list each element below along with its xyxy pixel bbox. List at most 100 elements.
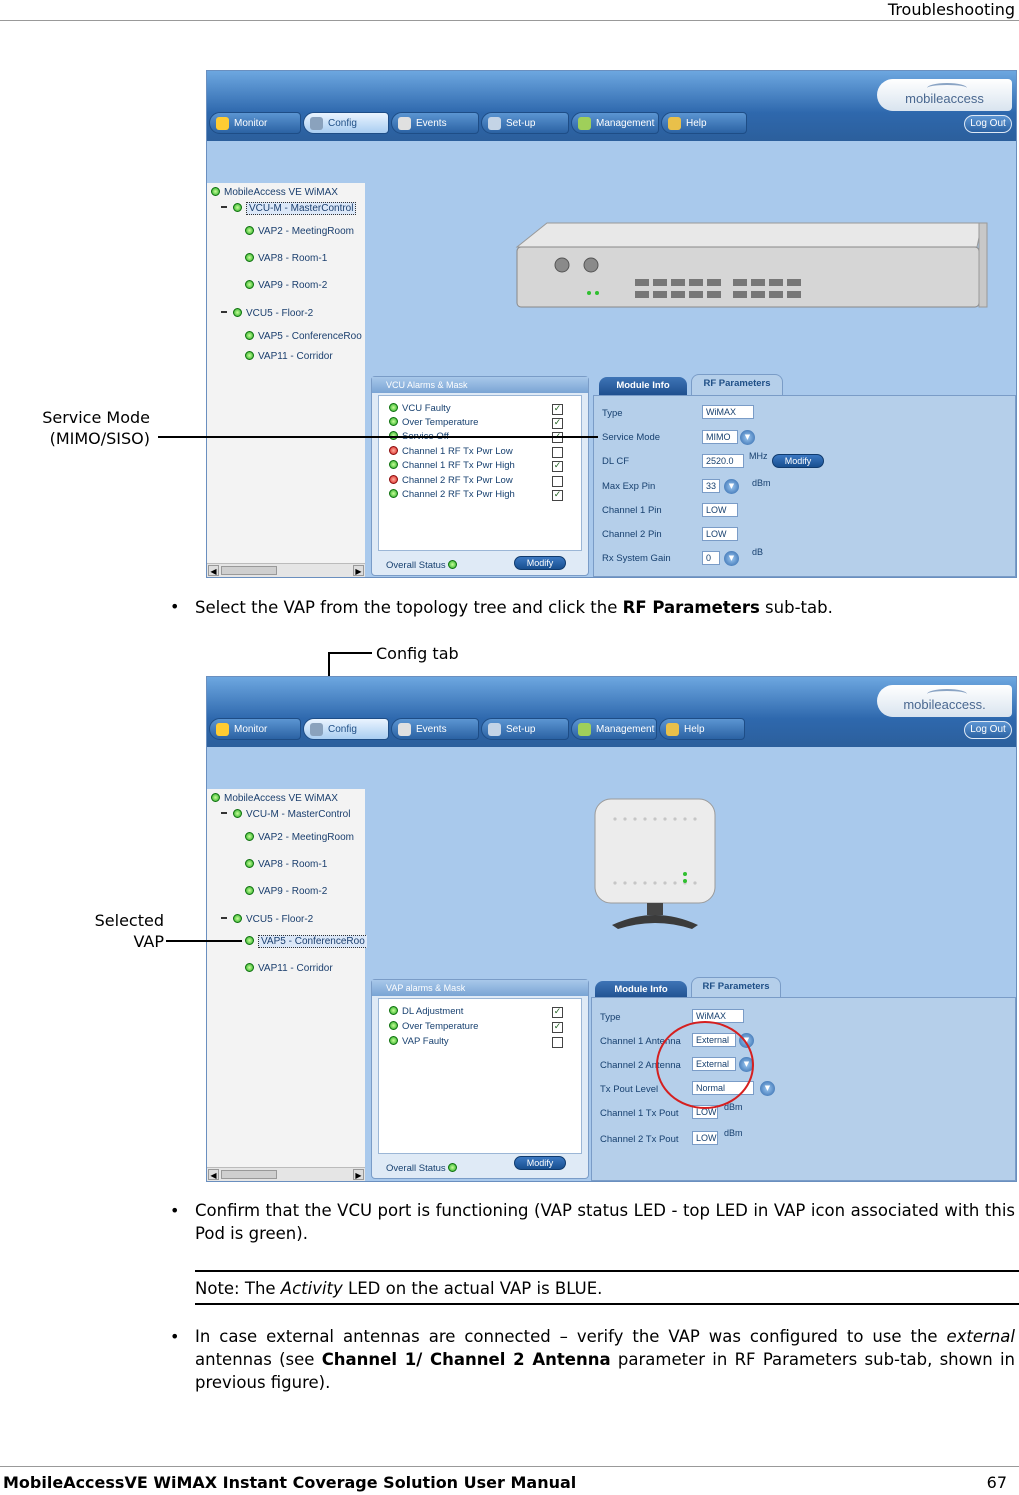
param-label-type: Type <box>600 1012 621 1023</box>
tab-monitor[interactable]: Monitor <box>209 112 301 134</box>
unit-label: MHz <box>749 451 768 461</box>
alarm-mask-checkbox[interactable] <box>552 476 563 487</box>
tab-setup[interactable]: Set-up <box>481 112 569 134</box>
tree-node-root[interactable]: MobileAccess VE WiMAX <box>211 187 338 198</box>
bullet-dot: • <box>170 597 180 616</box>
status-led <box>245 253 254 262</box>
footer-page-number: 67 <box>986 1473 1007 1492</box>
alarm-row: VAP Faulty <box>389 1036 449 1047</box>
dl-cf-field[interactable]: 2520.0 <box>702 454 744 468</box>
tree-node-vcu-m[interactable]: VCU-M - MasterControl <box>221 809 350 820</box>
footer-divider <box>0 1466 1019 1467</box>
subtab-module-info[interactable]: Module Info <box>599 377 687 395</box>
chevron-down-icon[interactable]: ▼ <box>760 1081 775 1096</box>
tree-node-vap8[interactable]: VAP8 - Room-1 <box>245 253 327 264</box>
setup-icon <box>488 723 501 736</box>
alarm-mask-checkbox[interactable] <box>552 1037 563 1048</box>
overall-status: Overall Status <box>386 1163 461 1174</box>
status-led <box>211 793 220 802</box>
tab-setup[interactable]: Set-up <box>481 718 569 740</box>
tree-node-vap11[interactable]: VAP11 - Corridor <box>245 963 333 974</box>
channel-2-pin-field[interactable]: LOW <box>702 527 738 541</box>
wrench-icon <box>310 723 323 736</box>
modify-alarms-button[interactable]: Modify <box>514 1156 566 1170</box>
instruction-external-antennas: In case external antennas are connected … <box>195 1327 1015 1392</box>
note-activity-led: Note: The Activity LED on the actual VAP… <box>195 1279 603 1298</box>
scroll-left-icon[interactable]: ◀ <box>208 565 219 576</box>
modify-alarms-button[interactable]: Modify <box>514 556 566 570</box>
unit-label: dBm <box>724 1128 743 1138</box>
tree-node-vap5-selected[interactable]: VAP5 - ConferenceRoo <box>245 935 368 948</box>
tree-node-vap9[interactable]: VAP9 - Room-2 <box>245 280 327 291</box>
events-icon <box>398 723 411 736</box>
subtab-rf-parameters[interactable]: RF Parameters <box>691 977 781 999</box>
tree-node-vap11[interactable]: VAP11 - Corridor <box>245 351 333 362</box>
monitor-icon <box>216 723 229 736</box>
alarm-row: Channel 1 RF Tx Pwr Low <box>389 446 513 457</box>
overall-status: Overall Status <box>386 560 461 571</box>
tree-node-vcu5[interactable]: VCU5 - Floor-2 <box>221 308 313 319</box>
tab-monitor[interactable]: Monitor <box>209 718 301 740</box>
horizontal-scrollbar[interactable]: ◀ ▶ <box>207 1167 365 1181</box>
alarm-mask-checkbox[interactable]: ✓ <box>552 404 563 415</box>
tab-config[interactable]: Config <box>303 112 389 134</box>
help-icon <box>666 723 679 736</box>
subtab-module-info[interactable]: Module Info <box>595 981 687 999</box>
tree-node-vap2[interactable]: VAP2 - MeetingRoom <box>245 226 354 237</box>
tree-node-vap8[interactable]: VAP8 - Room-1 <box>245 859 327 870</box>
setup-icon <box>488 117 501 130</box>
bullet-dot: • <box>170 1327 180 1346</box>
alarm-mask-checkbox[interactable]: ✓ <box>552 461 563 472</box>
instruction-confirm-vcu-port: Confirm that the VCU port is functioning… <box>195 1201 1015 1243</box>
alarm-row: Channel 2 RF Tx Pwr Low <box>389 475 513 486</box>
service-mode-callout: Service Mode(MIMO/SISO) <box>42 408 150 448</box>
tab-help[interactable]: Help <box>661 112 747 134</box>
subtab-rf-parameters[interactable]: RF Parameters <box>691 374 783 396</box>
tab-help[interactable]: Help <box>659 718 745 740</box>
chevron-down-icon[interactable]: ▼ <box>740 430 755 445</box>
tab-events[interactable]: Events <box>391 718 479 740</box>
scroll-right-icon[interactable]: ▶ <box>353 1169 364 1180</box>
topology-tree-panel: MobileAccess VE WiMAX VCU-M - MasterCont… <box>207 749 368 1181</box>
param-label-channel-2-pin: Channel 2 Pin <box>602 529 662 540</box>
type-field[interactable]: WiMAX <box>702 405 754 419</box>
channel-2-tx-pout-field[interactable]: LOW <box>692 1131 718 1145</box>
status-led <box>233 914 242 923</box>
tab-management[interactable]: Management <box>571 718 657 740</box>
selected-vap-callout-line <box>166 940 242 942</box>
tree-node-vcu5[interactable]: VCU5 - Floor-2 <box>221 914 313 925</box>
alarm-mask-checkbox[interactable]: ✓ <box>552 1007 563 1018</box>
status-led <box>211 187 220 196</box>
modify-dl-cf-button[interactable]: Modify <box>772 454 824 468</box>
logout-button[interactable]: Log Out <box>964 721 1012 739</box>
channel-1-pin-field[interactable]: LOW <box>702 503 738 517</box>
bullet-dot: • <box>170 1201 180 1220</box>
service-mode-callout-line <box>158 436 598 438</box>
chevron-down-icon[interactable]: ▼ <box>724 551 739 566</box>
service-mode-select[interactable]: MIMO <box>702 430 738 444</box>
param-label-channel-2-tx-pout: Channel 2 Tx Pout <box>600 1134 679 1145</box>
tree-node-vap5[interactable]: VAP5 - ConferenceRoo <box>245 331 362 342</box>
max-exp-pin-select[interactable]: 33 <box>702 479 720 493</box>
alarm-mask-checkbox[interactable]: ✓ <box>552 1022 563 1033</box>
horizontal-scrollbar[interactable]: ◀ ▶ <box>207 563 365 577</box>
alarm-mask-checkbox[interactable]: ✓ <box>552 418 563 429</box>
alarm-mask-checkbox[interactable] <box>552 447 563 458</box>
chevron-down-icon[interactable]: ▼ <box>724 479 739 494</box>
rx-system-gain-select[interactable]: 0 <box>702 551 720 565</box>
tree-node-root[interactable]: MobileAccess VE WiMAX <box>211 793 338 804</box>
tab-management[interactable]: Management <box>571 112 659 134</box>
scroll-right-icon[interactable]: ▶ <box>353 565 364 576</box>
tree-node-vcu-m[interactable]: VCU-M - MasterControl <box>221 202 357 215</box>
screenshot-vap-config: mobileaccess. Monitor Config Events Set-… <box>206 676 1017 1182</box>
tab-events[interactable]: Events <box>391 112 479 134</box>
alarm-mask-checkbox[interactable]: ✓ <box>552 490 563 501</box>
param-label-channel-1-tx-pout: Channel 1 Tx Pout <box>600 1108 679 1119</box>
vap-alarms-panel: VAP alarms & Mask DL Adjustment ✓ Over T… <box>371 979 589 1179</box>
tab-config[interactable]: Config <box>303 718 389 740</box>
logout-button[interactable]: Log Out <box>964 115 1012 133</box>
tree-node-vap9[interactable]: VAP9 - Room-2 <box>245 886 327 897</box>
tree-node-vap2[interactable]: VAP2 - MeetingRoom <box>245 832 354 843</box>
scroll-left-icon[interactable]: ◀ <box>208 1169 219 1180</box>
